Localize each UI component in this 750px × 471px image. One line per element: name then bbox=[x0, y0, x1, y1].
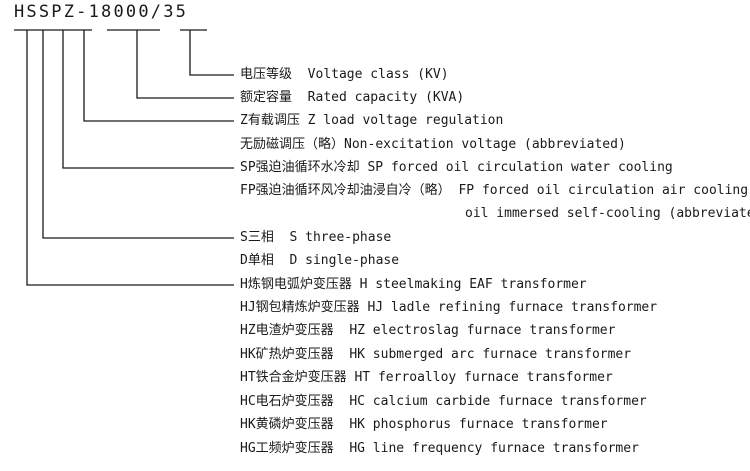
legend-line-on-load-regulation: Z有载调压 Z load voltage regulation bbox=[240, 113, 504, 128]
legend-line-submerged-arc: HK矿热炉变压器 HK submerged arc furnace transf… bbox=[240, 347, 632, 362]
legend-line-rated-capacity: 额定容量 Rated capacity (KVA) bbox=[240, 90, 465, 105]
model-code-label: HSSPZ-18000/35 bbox=[14, 2, 189, 22]
legend-line-calcium-carbide: HC电石炉变压器 HC calcium carbide furnace tran… bbox=[240, 394, 647, 409]
legend-line-water-cooling: SP强迫油循环水冷却 SP forced oil circulation wat… bbox=[240, 160, 673, 175]
legend-line-voltage-class: 电压等级 Voltage class (KV) bbox=[240, 67, 449, 82]
legend-line-line-frequency: HG工频炉变压器 HG line frequency furnace trans… bbox=[240, 441, 639, 456]
connector-phase bbox=[42, 30, 234, 239]
legend-line-eaf: H炼钢电弧炉变压器 H steelmaking EAF transformer bbox=[240, 277, 587, 292]
connector-voltage-class bbox=[189, 30, 234, 76]
legend-line-air-cooling: FP强迫油循环风冷却油浸自冷（略） FP forced oil circulat… bbox=[240, 183, 749, 198]
legend-line-electroslag: HZ电渣炉变压器 HZ electroslag furnace transfor… bbox=[240, 323, 616, 338]
legend-line-phosphorus: HK黄磷炉变压器 HK phosphorus furnace transform… bbox=[240, 417, 608, 432]
legend-line-ladle: HJ钢包精炼炉变压器 HJ ladle refining furnace tra… bbox=[240, 300, 658, 315]
legend-line-single-phase: D单相 D single-phase bbox=[240, 253, 400, 268]
connector-type bbox=[26, 30, 234, 286]
legend-line-ferroalloy: HT铁合金炉变压器 HT ferroalloy furnace transfor… bbox=[240, 370, 613, 385]
legend-line-three-phase: S三相 S three-phase bbox=[240, 230, 392, 245]
legend-line-self-cooling: oil immersed self-cooling (abbreviated) bbox=[465, 206, 750, 221]
connector-regulation bbox=[83, 30, 234, 122]
legend-line-off-load-regulation: 无励磁调压（略）Non-excitation voltage (abbrevia… bbox=[240, 137, 626, 152]
connector-cooling bbox=[62, 30, 234, 169]
connector-rated-capacity bbox=[136, 30, 234, 99]
